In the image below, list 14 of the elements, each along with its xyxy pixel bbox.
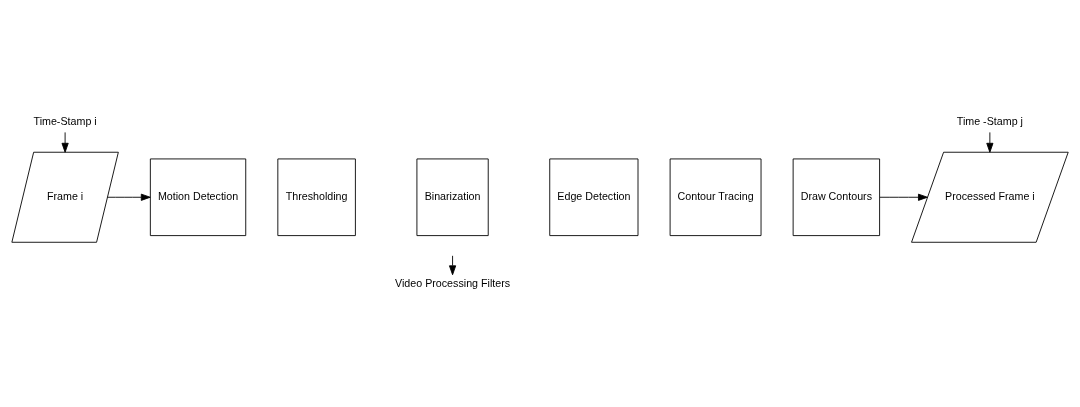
node-box: Thresholding [277, 158, 356, 237]
arrow [986, 131, 994, 153]
node-box: Edge Detection [549, 158, 639, 237]
node-text: Time -Stamp j [956, 115, 1023, 128]
node-box: Binarization [416, 158, 489, 237]
node-box: Draw Contours [792, 158, 881, 237]
arrow [879, 193, 928, 201]
arrow [449, 255, 457, 276]
node-text: Video Processing Filters [395, 277, 511, 290]
node-box: Contour Tracing [669, 158, 762, 237]
node-box: Motion Detection [149, 158, 247, 237]
arrow [107, 193, 151, 201]
node-text: Time-Stamp i [33, 115, 97, 128]
arrow [61, 131, 69, 153]
